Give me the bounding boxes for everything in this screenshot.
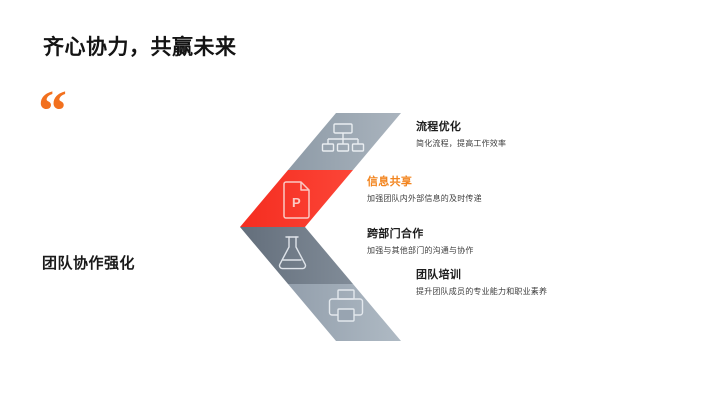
item-title: 信息共享 [367,176,413,188]
chevron-band-1 [288,113,401,170]
left-caption: 团队协作强化 [42,255,136,272]
item-title: 团队培训 [416,269,462,281]
chevron-band-4 [288,284,401,341]
item-description: 简化流程，提高工作效率 [416,138,507,148]
item-block-2: 信息共享 加强团队内外部信息的及时传递 [367,176,482,204]
item-block-4: 团队培训 提升团队成员的专业能力和职业素养 [416,269,547,297]
item-title: 流程优化 [416,121,462,133]
item-description: 加强与其他部门的沟通与协作 [367,245,474,255]
quote-mark-icon: “ [38,78,67,143]
item-block-1: 流程优化 简化流程，提高工作效率 [416,121,506,149]
chevron-band-3 [240,227,353,284]
item-block-3: 跨部门合作 加强与其他部门的沟通与协作 [367,228,474,256]
chevron-diagram: P [240,108,413,341]
file-presentation-icon [283,181,310,219]
item-description: 加强团队内外部信息的及时传递 [367,193,482,203]
item-description: 提升团队成员的专业能力和职业素养 [416,286,548,296]
item-title: 跨部门合作 [367,228,424,240]
file-icon-letter: P [292,195,301,210]
org-chart-icon [321,123,365,152]
chevron-band-2: P [240,170,353,227]
flask-icon [278,236,307,270]
page-title: 齐心协力，共赢未来 [43,36,237,59]
printer-icon [328,289,364,322]
